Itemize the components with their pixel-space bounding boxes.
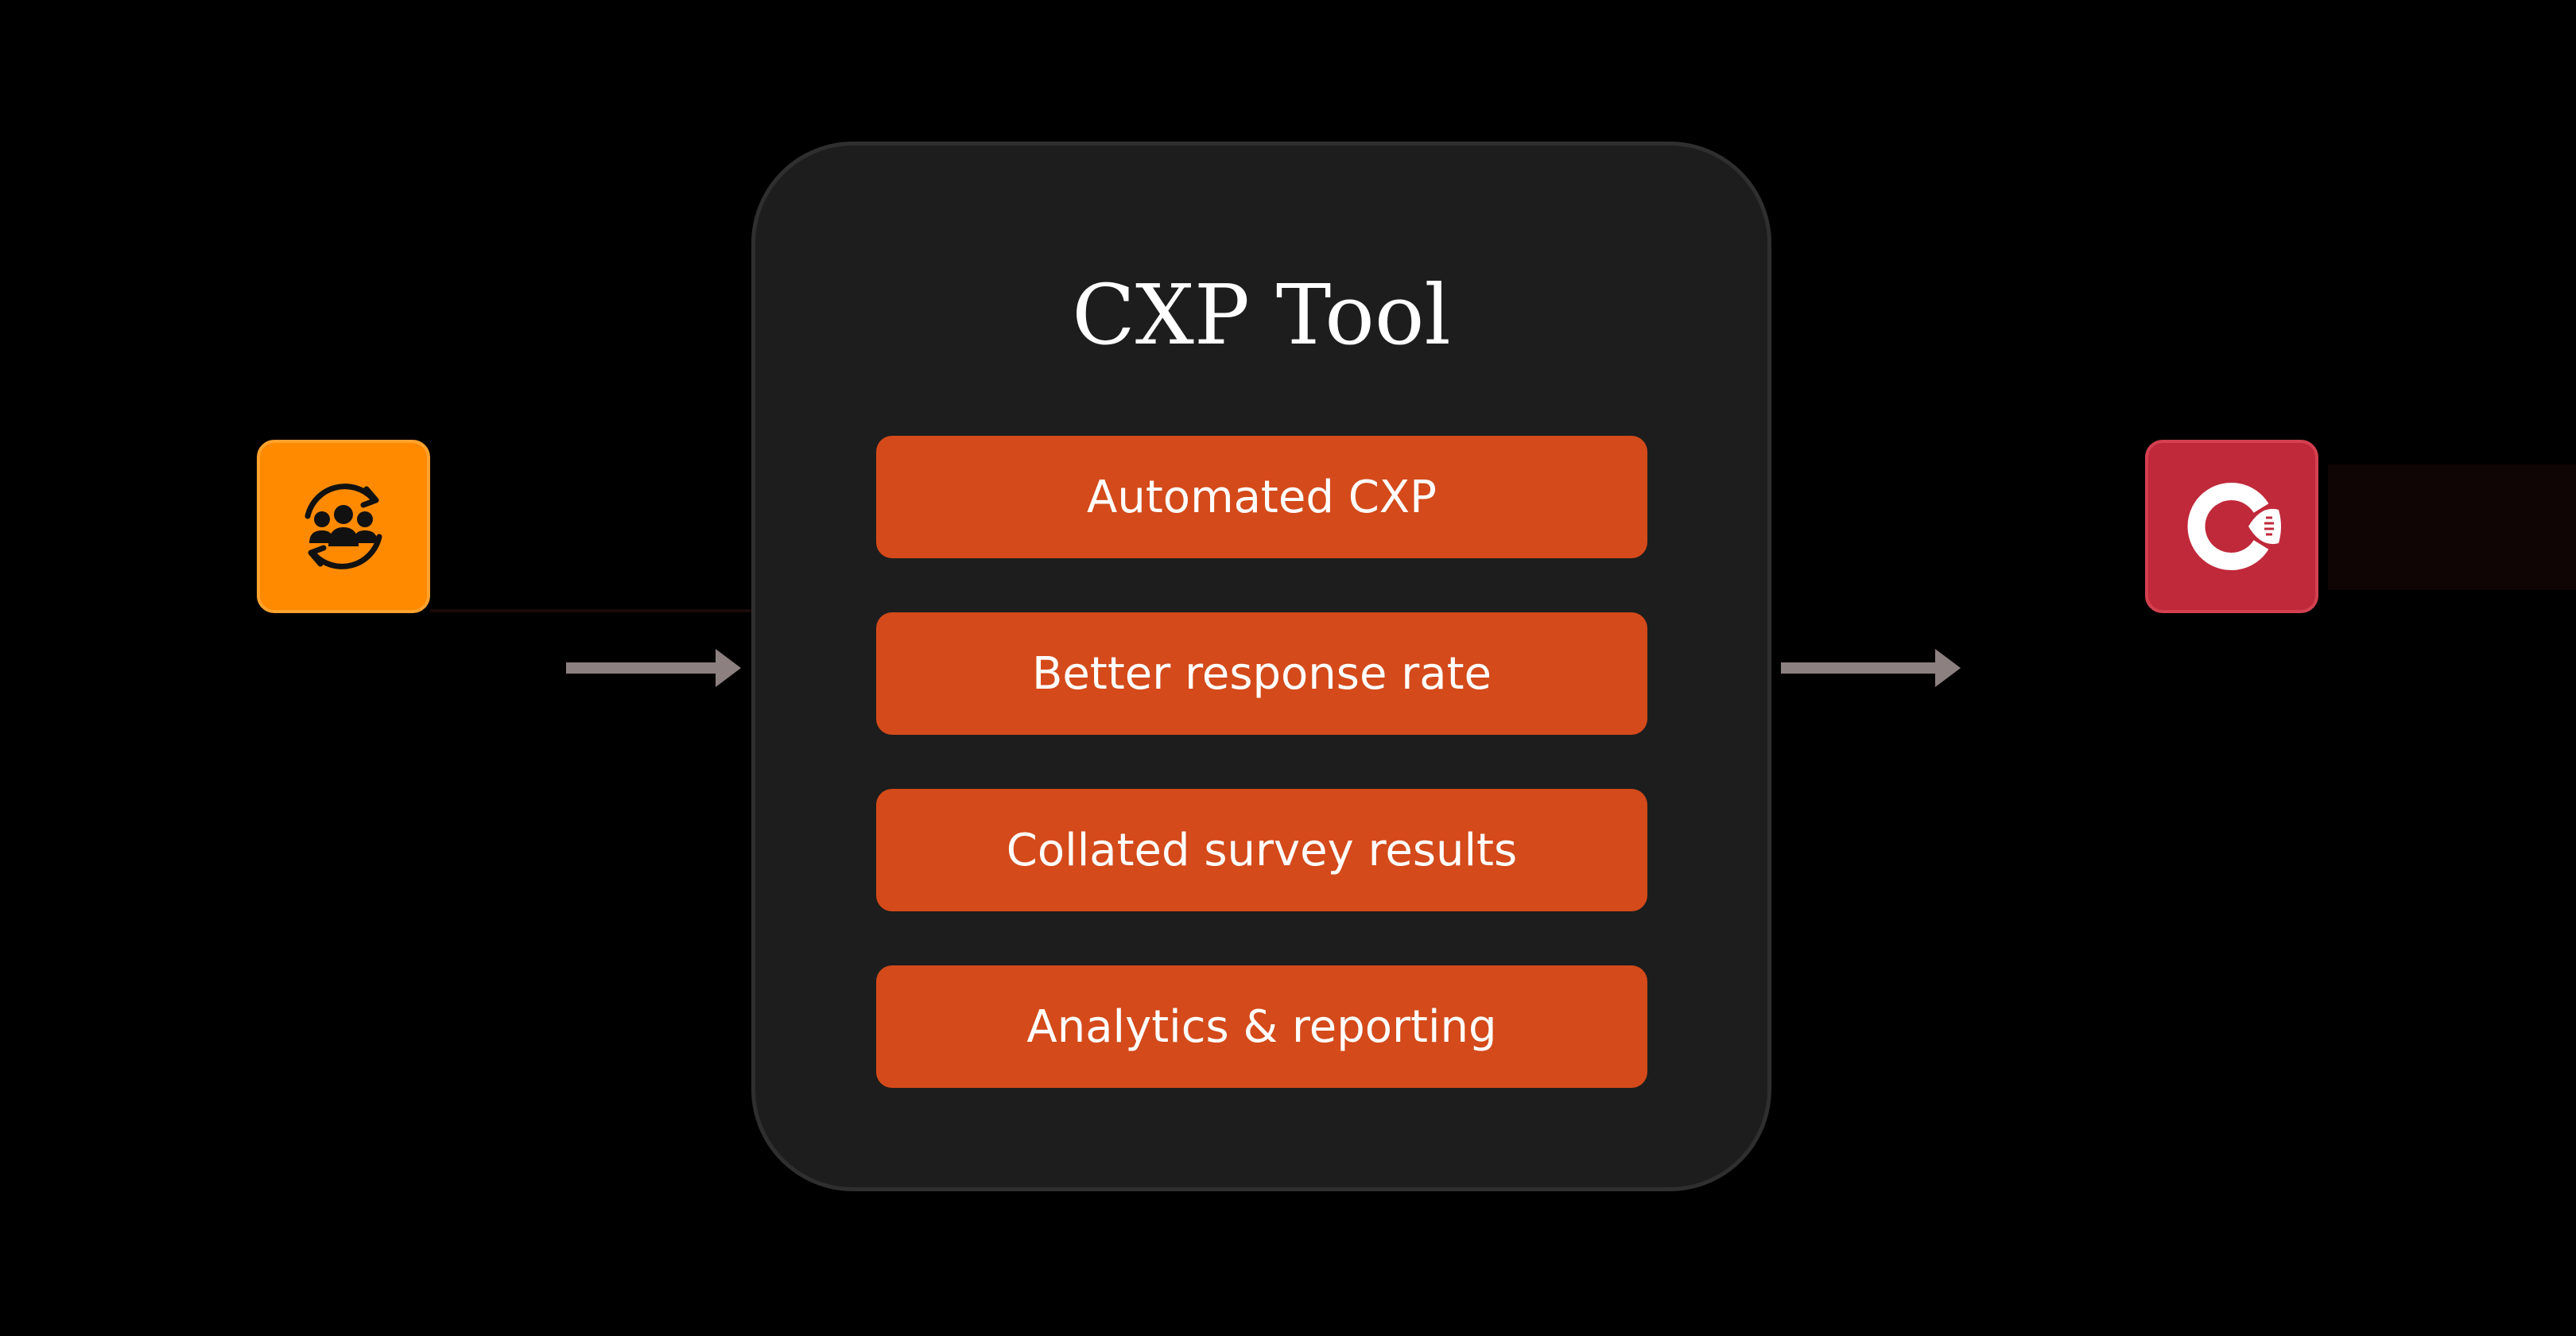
arrow-tool-to-destination [1781,649,1961,687]
feature-analytics-reporting: Analytics & reporting [876,965,1647,1088]
feature-collated-survey-results: Collated survey results [876,789,1647,911]
people-sync-icon [305,484,382,569]
arrow-source-to-tool [566,649,741,687]
feature-automated-cxp: Automated CXP [876,436,1647,558]
connector-line-left [430,609,751,612]
panel-title: CXP Tool [1072,266,1451,363]
cxp-tool-panel: CXP Tool Automated CXP Better response r… [751,142,1771,1191]
connector-band-right [2328,464,2576,590]
destination-logo-icon [2145,440,2318,613]
feature-better-response-rate: Better response rate [876,612,1647,735]
source-people-sync-icon [257,440,430,613]
crm-c-logo-icon [2187,483,2281,570]
